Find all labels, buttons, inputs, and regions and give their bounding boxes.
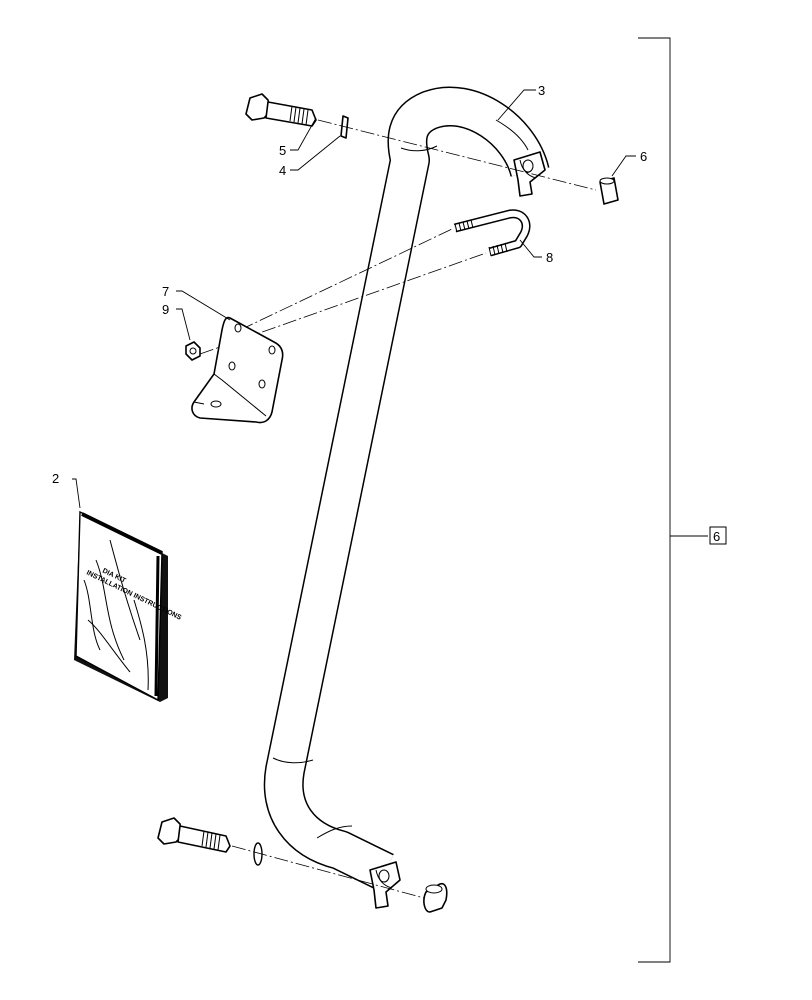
- upper-bolt: [245, 93, 317, 127]
- callout-3: 3: [538, 83, 545, 98]
- callout-5: 5: [279, 143, 286, 158]
- callout-6: 6: [640, 149, 647, 164]
- lower-centerline: [231, 845, 425, 899]
- u-bolt-threads-lower: [488, 242, 508, 257]
- callout-leaders: [72, 89, 636, 509]
- ubolt-centerline-upper: [239, 228, 453, 331]
- grab-handle: [263, 86, 550, 909]
- upper-centerline: [317, 119, 597, 191]
- callout-8: 8: [546, 250, 553, 265]
- mounting-plate: [191, 316, 284, 424]
- callout-4: 4: [279, 163, 286, 178]
- callout-7: 7: [162, 284, 169, 299]
- assembly-callout-box: [709, 526, 727, 545]
- lower-cap: [423, 882, 448, 913]
- lower-bolt: [157, 817, 231, 853]
- callout-2: 2: [52, 471, 59, 486]
- u-bolt: [453, 209, 531, 257]
- assembly-bracket: 6: [638, 37, 727, 963]
- assembly-callout: 6: [713, 529, 720, 544]
- u-bolt-threads-upper: [454, 219, 474, 233]
- hex-nut: [185, 341, 201, 361]
- upper-cap: [599, 177, 619, 205]
- callout-9: 9: [162, 302, 169, 317]
- instruction-manual: DIA KIT INSTALLATION INSTRUCTIONS: [74, 510, 183, 702]
